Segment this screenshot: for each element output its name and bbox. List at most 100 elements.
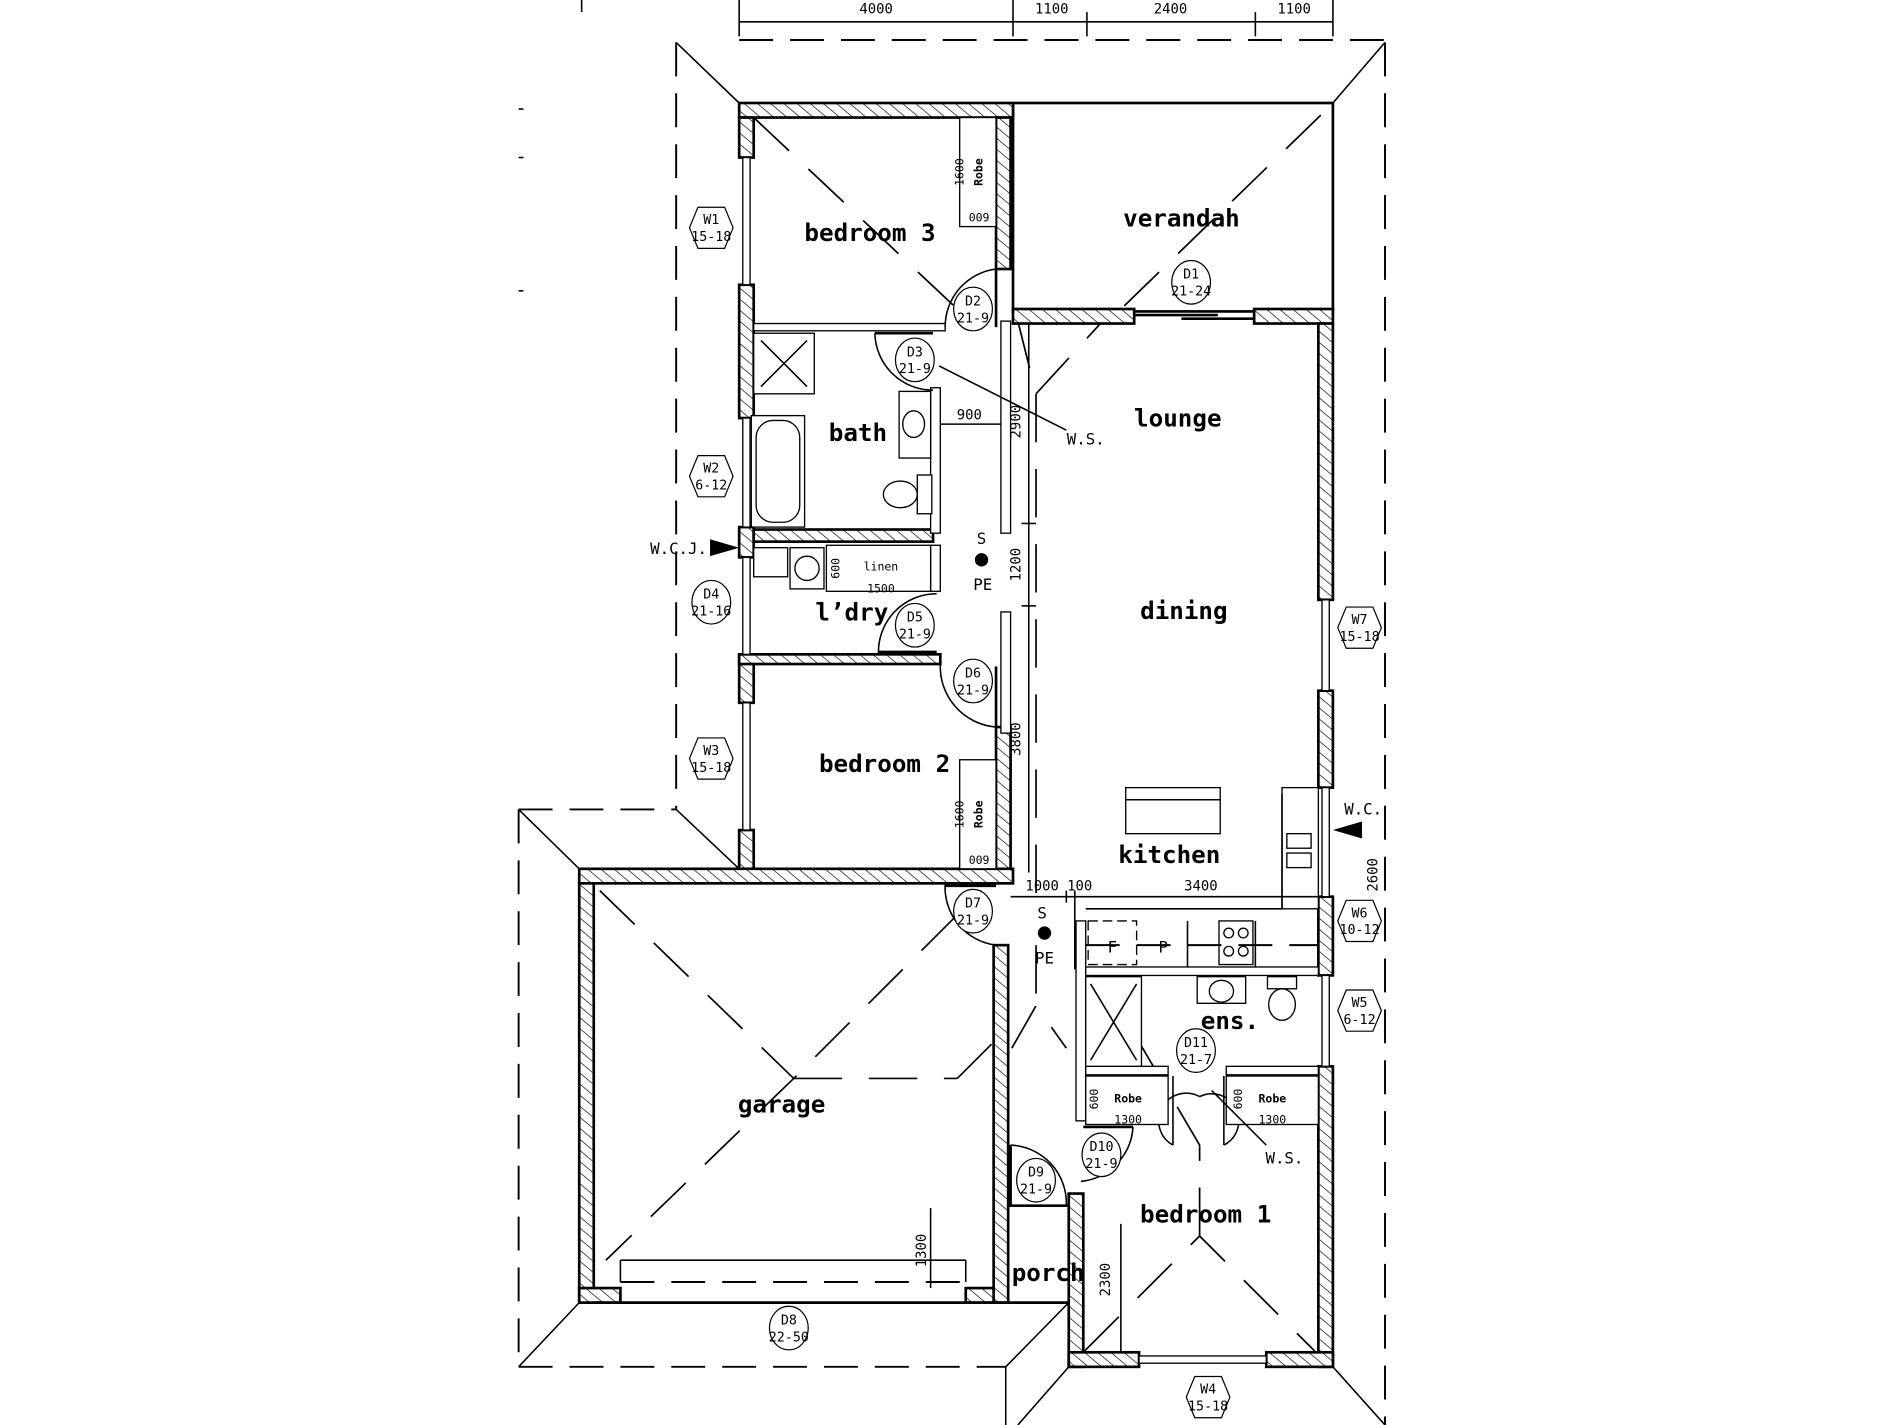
roof-outline [517, 39, 1386, 1425]
ws-label: W.S. [1067, 430, 1105, 449]
windows-stroke [742, 556, 751, 656]
hip-lines-stroke [1138, 1041, 1201, 1146]
tag-size: 21-9 [957, 914, 989, 929]
fridge-label: F [1108, 937, 1117, 956]
kitchen-island [1125, 786, 1221, 835]
windows-stroke [1321, 599, 1330, 692]
fixtures-stroke [1089, 983, 1138, 1061]
room-label-ensuite: ens. [1201, 1007, 1259, 1035]
wcj-label: W.C.J. [650, 539, 707, 558]
power-point-icon [1037, 926, 1052, 940]
wc-label: W.C. [1344, 799, 1382, 818]
power-point-label: PE [1035, 948, 1054, 967]
walls-stroke [1317, 1064, 1335, 1369]
linen-cupboard [825, 544, 932, 592]
tag-size: 21-9 [957, 683, 989, 698]
dim-1000: 1000 [1025, 879, 1059, 895]
walls-stroke [577, 867, 1015, 885]
door-swings-stroke [877, 592, 937, 655]
verandah-outline [1011, 101, 1335, 313]
hip-lines [599, 114, 1322, 1352]
roof-outline-stroke [1332, 41, 1386, 104]
roof-outline-stroke [518, 808, 580, 870]
walls-stroke [737, 525, 756, 559]
tag-size: 22-50 [769, 1330, 809, 1345]
room-label-lounge: lounge [1134, 405, 1221, 433]
hip-lines-stroke [1114, 114, 1322, 316]
robe-length: 1600 [952, 158, 966, 186]
walls-stroke [753, 322, 946, 332]
ensuite-toilet-cistern [1266, 975, 1298, 990]
dim-3400: 3400 [1184, 879, 1218, 895]
door-swings [874, 268, 1240, 1206]
fridge-space [1087, 920, 1138, 966]
walls-stroke [1085, 966, 1320, 977]
tag-outline [1175, 1028, 1216, 1073]
walls-stroke [737, 283, 756, 420]
dim-1200: 1200 [1008, 548, 1024, 582]
robe-bedroom3 [959, 116, 997, 228]
room-label-laundry: l’dry [815, 598, 888, 626]
windows-stroke [742, 702, 751, 831]
fixtures-stroke [882, 480, 918, 509]
robe-length: 1300 [1258, 1112, 1286, 1126]
dimension-lines [710, 323, 1362, 1353]
walls-stroke [929, 544, 941, 592]
walls-stroke [737, 828, 756, 871]
tag-size: 15-18 [691, 761, 731, 776]
window-tag-w5: W56-12 [1337, 989, 1383, 1032]
room-label-bedroom-3: bedroom 3 [804, 219, 935, 247]
linen-width: 1500 [867, 582, 895, 596]
fixtures-stroke [760, 339, 808, 388]
robe-depth: 600 [1087, 1089, 1101, 1110]
hip-lines-stroke [605, 1077, 795, 1261]
tag-outline [1337, 989, 1383, 1032]
dim-1300: 1300 [914, 1234, 930, 1268]
tag-outline [1337, 606, 1383, 649]
roof-outline-stroke [1005, 1302, 1070, 1368]
tag-outline [691, 579, 732, 625]
tag-id: D11 [1184, 1036, 1208, 1051]
tag-size: 21-9 [899, 628, 931, 643]
switch-label: S [1037, 903, 1046, 922]
room-label-bath: bath [829, 419, 887, 447]
tag-id: D10 [1089, 1140, 1113, 1155]
tag-id: W7 [1352, 613, 1368, 628]
tag-id: W4 [1200, 1382, 1216, 1397]
tag-outline [953, 658, 994, 704]
room-labels: bedroom 3 verandah bath lounge l’dry din… [738, 205, 1271, 1287]
robe-label: Robe [1258, 1092, 1286, 1106]
fixtures-stroke [794, 555, 820, 582]
tag-size: 10-12 [1340, 923, 1380, 938]
windows-stroke [1321, 786, 1330, 898]
dim-2300: 2300 [1098, 1263, 1114, 1297]
robe-ensuite-left [1085, 1075, 1169, 1126]
tag-outline [953, 888, 994, 934]
tag-id: D4 [703, 588, 719, 603]
walls-stroke [1085, 1065, 1169, 1076]
dim-2400: 2400 [1154, 1, 1188, 17]
tag-id: W2 [703, 462, 719, 477]
door-swings-stroke [874, 333, 934, 391]
robe-bedroom2 [959, 759, 997, 870]
tag-outline [1185, 1375, 1231, 1419]
tag-outline [894, 602, 935, 648]
roof-outline-stroke [675, 41, 740, 104]
door-swings-stroke [944, 268, 997, 328]
tag-outline [688, 737, 734, 780]
tag-size: 15-18 [1340, 630, 1380, 645]
roof-outline-stroke [675, 808, 740, 870]
robe-depth: 600 [1231, 1089, 1245, 1110]
walls-stroke [752, 528, 935, 543]
laundry-trough [753, 547, 789, 578]
walls-stroke [1264, 1350, 1335, 1369]
window-door-tags: W115-18W26-12W315-18W415-18W56-12W610-12… [688, 206, 1383, 1419]
